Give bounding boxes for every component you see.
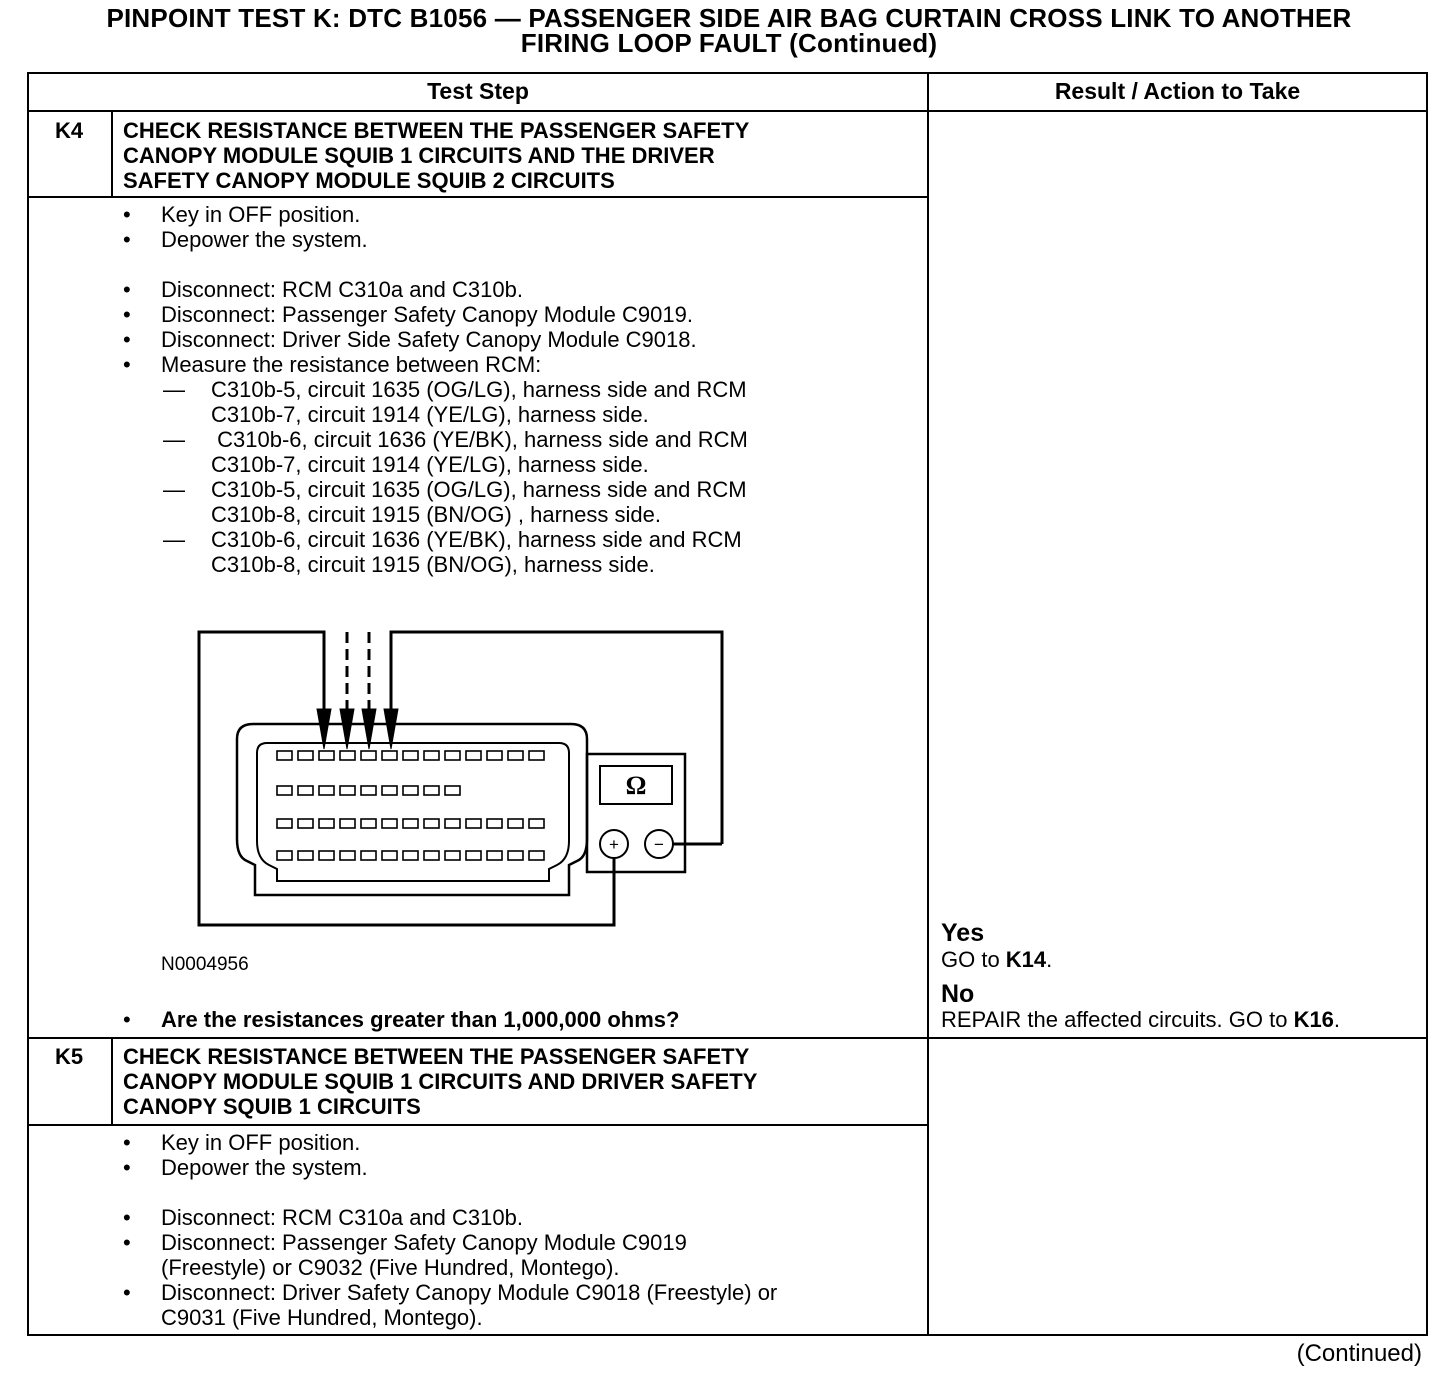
measurement-line: C310b-5, circuit 1635 (OG/LG), harness s… xyxy=(211,377,747,402)
page-title: PINPOINT TEST K: DTC B1056 — PASSENGER S… xyxy=(30,3,1428,58)
step-instruction: Key in OFF position. xyxy=(161,1130,361,1155)
result-no-action: REPAIR the affected circuits. GO to K16. xyxy=(941,1007,1340,1033)
probe-wire-outer xyxy=(197,630,616,927)
step-id-k4: K4 xyxy=(54,118,84,143)
measurement-line: C310b-7, circuit 1914 (YE/LG), harness s… xyxy=(211,402,649,427)
connector-face xyxy=(256,742,570,882)
bullet: • xyxy=(123,1155,131,1180)
step-instruction: Disconnect: Passenger Safety Canopy Modu… xyxy=(161,1230,687,1255)
step-title-k4: CHECK RESISTANCE BETWEEN THE PASSENGER S… xyxy=(123,118,913,193)
test-table: Test Step Result / Action to Take K4 CHE… xyxy=(27,72,1428,1336)
header-test-step: Test Step xyxy=(427,78,529,104)
k4-id-divider xyxy=(111,110,113,198)
measurement-line: C310b-8, circuit 1915 (BN/OG) , harness … xyxy=(211,502,661,527)
question: Are the resistances greater than 1,000,0… xyxy=(161,1007,680,1032)
step-title-line: CANOPY SQUIB 1 CIRCUITS xyxy=(123,1094,421,1119)
result-yes-label: Yes xyxy=(941,919,985,947)
probe-arrow xyxy=(361,708,377,750)
ohmmeter-display xyxy=(599,765,673,805)
k4-title-underline xyxy=(29,196,927,198)
probe-arrow xyxy=(339,708,355,750)
measurement-line: C310b-6, circuit 1636 (YE/BK), harness s… xyxy=(211,527,742,552)
bullet: • xyxy=(123,302,131,327)
ohm-symbol: Ω xyxy=(626,771,647,800)
step-title-line: SAFETY CANOPY MODULE SQUIB 2 CIRCUITS xyxy=(123,168,615,193)
step-instruction: Key in OFF position. xyxy=(161,202,361,227)
goto-link-k16[interactable]: K16 xyxy=(1293,1007,1334,1032)
title-line-1: PINPOINT TEST K: DTC B1056 — PASSENGER S… xyxy=(106,3,1352,33)
k4-k5-divider xyxy=(29,1037,1426,1039)
connector-ohmmeter-diagram: Ω + − xyxy=(197,630,724,927)
step-instruction: Disconnect: RCM C310a and C310b. xyxy=(161,277,523,302)
measurement-line: C310b-8, circuit 1915 (BN/OG), harness s… xyxy=(211,552,655,577)
step-id-k5: K5 xyxy=(54,1044,84,1069)
step-title-k5: CHECK RESISTANCE BETWEEN THE PASSENGER S… xyxy=(123,1044,913,1119)
action-text: GO to xyxy=(941,947,1006,972)
step-instruction: Disconnect: Passenger Safety Canopy Modu… xyxy=(161,302,693,327)
step-title-line: CANOPY MODULE SQUIB 1 CIRCUITS AND THE D… xyxy=(123,143,715,168)
action-text: REPAIR the affected circuits. GO to xyxy=(941,1007,1294,1032)
step-instruction-cont: C9031 (Five Hundred, Montego). xyxy=(161,1305,483,1330)
step-instruction: Disconnect: Driver Safety Canopy Module … xyxy=(161,1280,778,1305)
step-instruction-cont: (Freestyle) or C9032 (Five Hundred, Mont… xyxy=(161,1255,620,1280)
goto-link-k14[interactable]: K14 xyxy=(1005,947,1047,972)
dash: — xyxy=(163,427,185,452)
step-title-line: CHECK RESISTANCE BETWEEN THE PASSENGER S… xyxy=(123,118,750,143)
connector-shell xyxy=(235,722,589,897)
bullet: • xyxy=(123,1130,131,1155)
pin-row-1 xyxy=(276,750,545,761)
bullet: • xyxy=(123,277,131,302)
bullet: • xyxy=(123,227,131,252)
header-result: Result / Action to Take xyxy=(1054,78,1301,104)
step-title-line: CANOPY MODULE SQUIB 1 CIRCUITS AND DRIVE… xyxy=(123,1069,758,1094)
result-no-label: No xyxy=(941,980,975,1008)
step-instruction: Disconnect: Driver Side Safety Canopy Mo… xyxy=(161,327,697,352)
bullet: • xyxy=(123,1007,131,1032)
bullet: • xyxy=(123,352,131,377)
step-instruction: Depower the system. xyxy=(161,227,368,252)
action-text: . xyxy=(1333,1007,1341,1032)
probe-arrow xyxy=(383,708,399,750)
dash: — xyxy=(163,377,185,402)
figure-id: N0004956 xyxy=(161,954,249,975)
ohmmeter-body xyxy=(585,752,687,874)
pin-row-2 xyxy=(276,785,461,796)
pin-row-3 xyxy=(276,818,545,829)
probe-wire-right xyxy=(389,630,724,844)
step-title-line: CHECK RESISTANCE BETWEEN THE PASSENGER S… xyxy=(123,1044,750,1069)
action-text: . xyxy=(1046,947,1053,972)
measurement-line: C310b-6, circuit 1636 (YE/BK), harness s… xyxy=(211,427,748,452)
dash: — xyxy=(163,527,185,552)
measurement-line: C310b-7, circuit 1914 (YE/LG), harness s… xyxy=(211,452,649,477)
probe-arrow xyxy=(316,708,332,750)
result-yes-action: GO to K14. xyxy=(941,947,1052,973)
bullet: • xyxy=(123,1280,131,1305)
bullet: • xyxy=(123,1230,131,1255)
bullet: • xyxy=(123,202,131,227)
pin-row-4 xyxy=(276,850,545,861)
k5-title-underline xyxy=(29,1124,927,1126)
step-instruction: Depower the system. xyxy=(161,1155,368,1180)
k5-id-divider xyxy=(111,1037,113,1125)
bullet: • xyxy=(123,1205,131,1230)
step-instruction: Disconnect: RCM C310a and C310b. xyxy=(161,1205,523,1230)
header-divider xyxy=(29,110,1426,112)
bullet: • xyxy=(123,327,131,352)
column-divider xyxy=(927,74,929,1336)
continued-label: (Continued) xyxy=(1296,1340,1422,1367)
plus-sign: + xyxy=(609,835,619,854)
minus-sign: − xyxy=(654,835,664,854)
measurement-line: C310b-5, circuit 1635 (OG/LG), harness s… xyxy=(211,477,747,502)
title-line-2: FIRING LOOP FAULT (Continued) xyxy=(520,28,938,58)
step-instruction: Measure the resistance between RCM: xyxy=(161,352,542,377)
dash: — xyxy=(163,477,185,502)
